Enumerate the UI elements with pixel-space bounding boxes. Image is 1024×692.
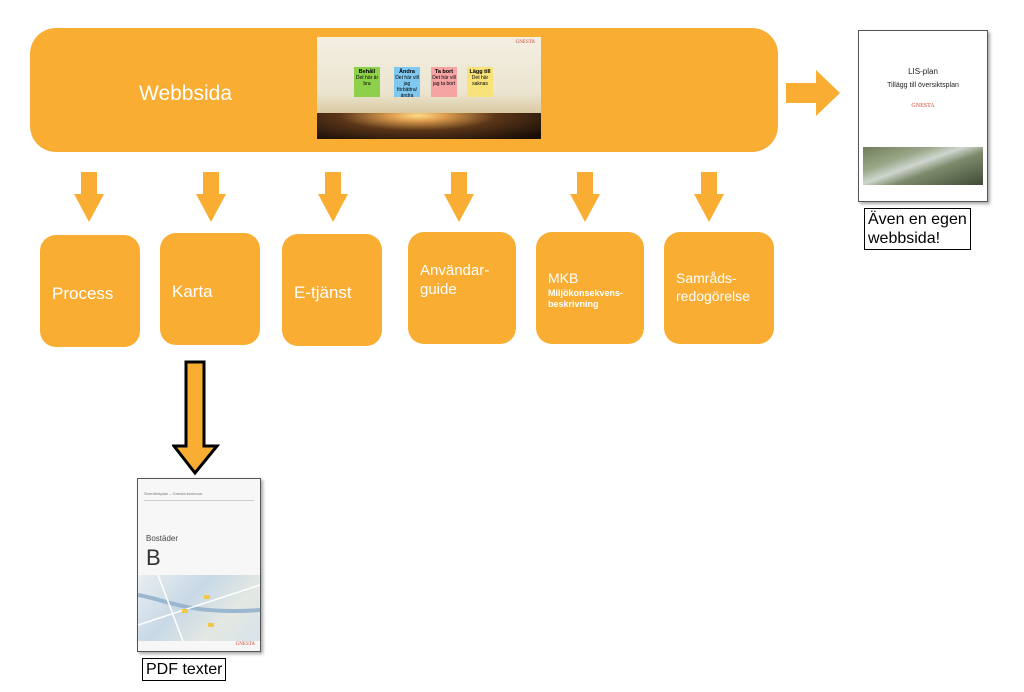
down-arrow-icon	[694, 172, 724, 222]
webbsida-title: Webbsida	[139, 82, 233, 105]
pdf-section-title: Bostäder	[146, 534, 179, 543]
pdf-map-image	[137, 574, 261, 642]
long-down-arrow-icon	[172, 360, 220, 476]
pdf-header: Översiktsplan – Gnesta kommun	[144, 491, 203, 496]
lis-plan-title: LIS-plan	[908, 67, 938, 76]
down-arrow-icon	[318, 172, 348, 222]
karta-box: Karta	[160, 233, 260, 345]
screenshot-logo: GNESTA	[515, 40, 535, 45]
lis-plan-document: LIS-plan Tillägg till översiktsplan GNES…	[858, 30, 988, 202]
pdf-divider	[144, 500, 254, 501]
mkb-label: MKB Miljökonsekvens- beskrivning	[548, 270, 624, 309]
right-arrow-icon	[786, 70, 840, 116]
lis-plan-subtitle: Tillägg till översiktsplan	[887, 82, 959, 89]
pdf-section-letter: B	[146, 545, 161, 570]
samradsredogorelse-box: Samråds- redogörelse	[664, 232, 774, 344]
down-arrow-icon	[444, 172, 474, 222]
down-arrow-icon	[196, 172, 226, 222]
anvandarguide-box: Användar- guide	[408, 232, 516, 344]
lis-plan-caption: Även en egen webbsida!	[864, 208, 971, 250]
pdf-map-roads	[137, 574, 261, 642]
lake-landscape-image	[863, 147, 983, 185]
pdf-document: Översiktsplan – Gnesta kommun Bostäder B…	[137, 478, 261, 652]
process-label: Process	[52, 284, 114, 303]
process-box: Process	[40, 235, 140, 347]
anvandarguide-label: Användar- guide	[420, 262, 490, 298]
pdf-caption: PDF texter	[142, 658, 227, 681]
samradsredogorelse-label: Samråds- redogörelse	[676, 270, 750, 304]
e-tjanst-label: E-tjänst	[294, 283, 352, 302]
pdf-logo: GNESTA	[235, 642, 255, 647]
screenshot-sunset-image	[317, 113, 541, 139]
mkb-box: MKB Miljökonsekvens- beskrivning	[536, 232, 644, 344]
karta-label: Karta	[172, 282, 213, 301]
lis-plan-logo: GNESTA	[911, 103, 935, 109]
down-arrow-icon	[74, 172, 104, 222]
down-arrow-icon	[570, 172, 600, 222]
e-tjanst-box: E-tjänst	[282, 234, 382, 346]
